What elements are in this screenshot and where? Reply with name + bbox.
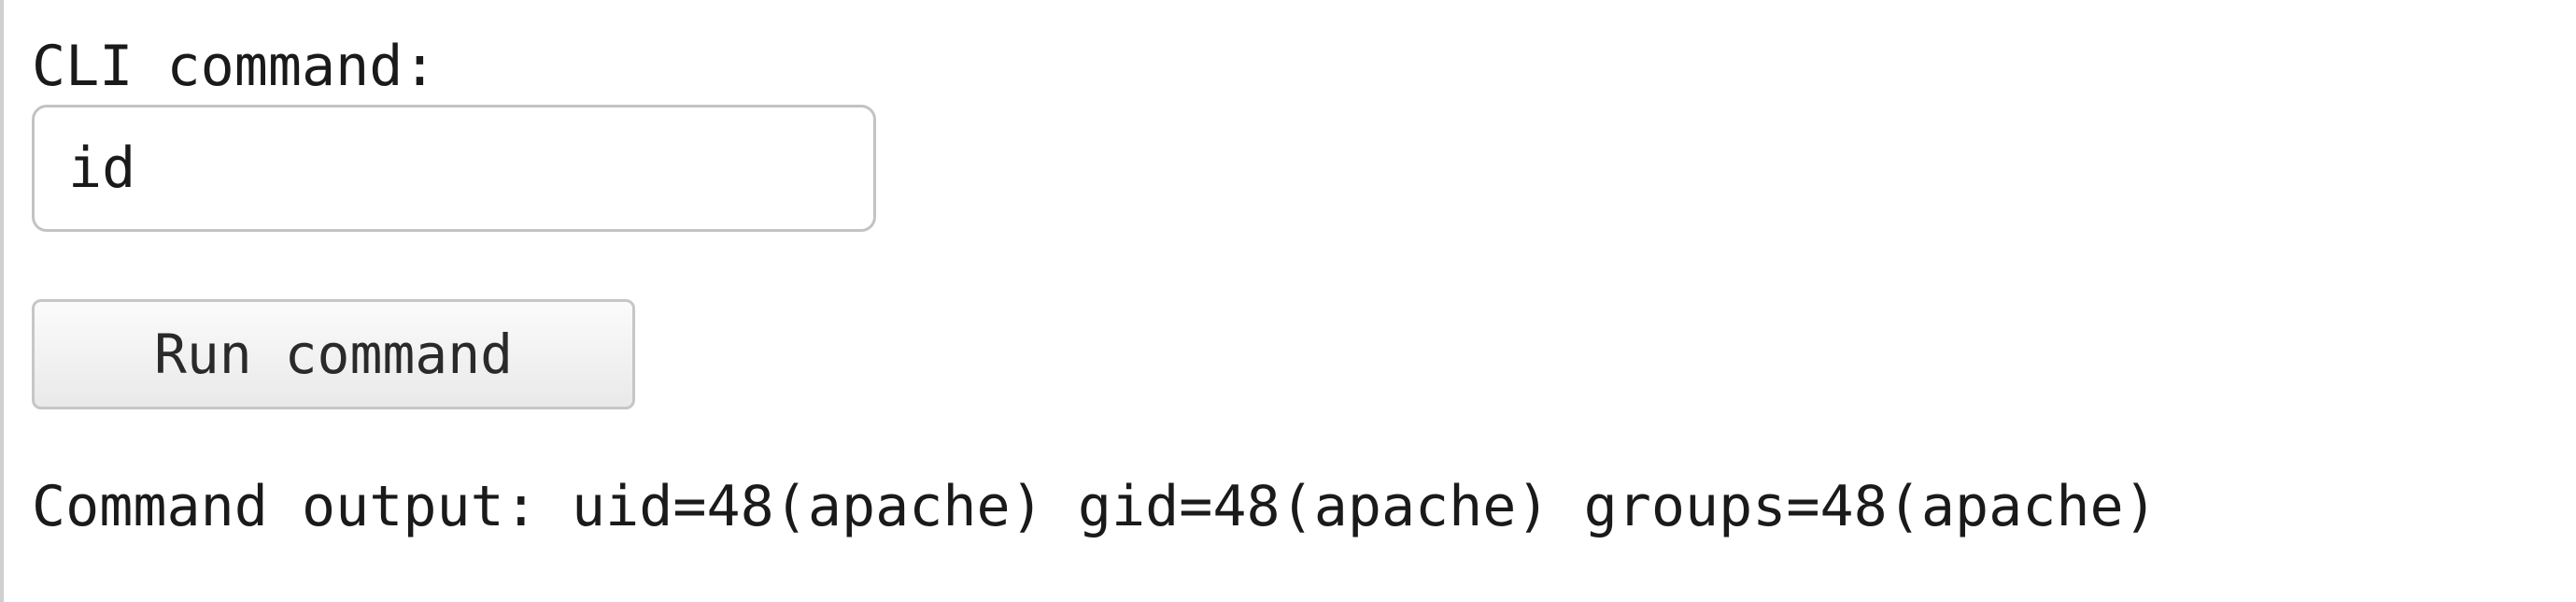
command-output-value: uid=48(apache) gid=48(apache) groups=48(…: [571, 474, 2158, 539]
command-output: Command output: uid=48(apache) gid=48(ap…: [32, 467, 2158, 546]
run-command-button[interactable]: Run command: [32, 299, 635, 409]
cli-command-input[interactable]: [32, 105, 876, 232]
command-output-label: Command output:: [32, 474, 538, 539]
left-border: [0, 0, 4, 602]
cli-command-label: CLI command:: [32, 34, 437, 99]
